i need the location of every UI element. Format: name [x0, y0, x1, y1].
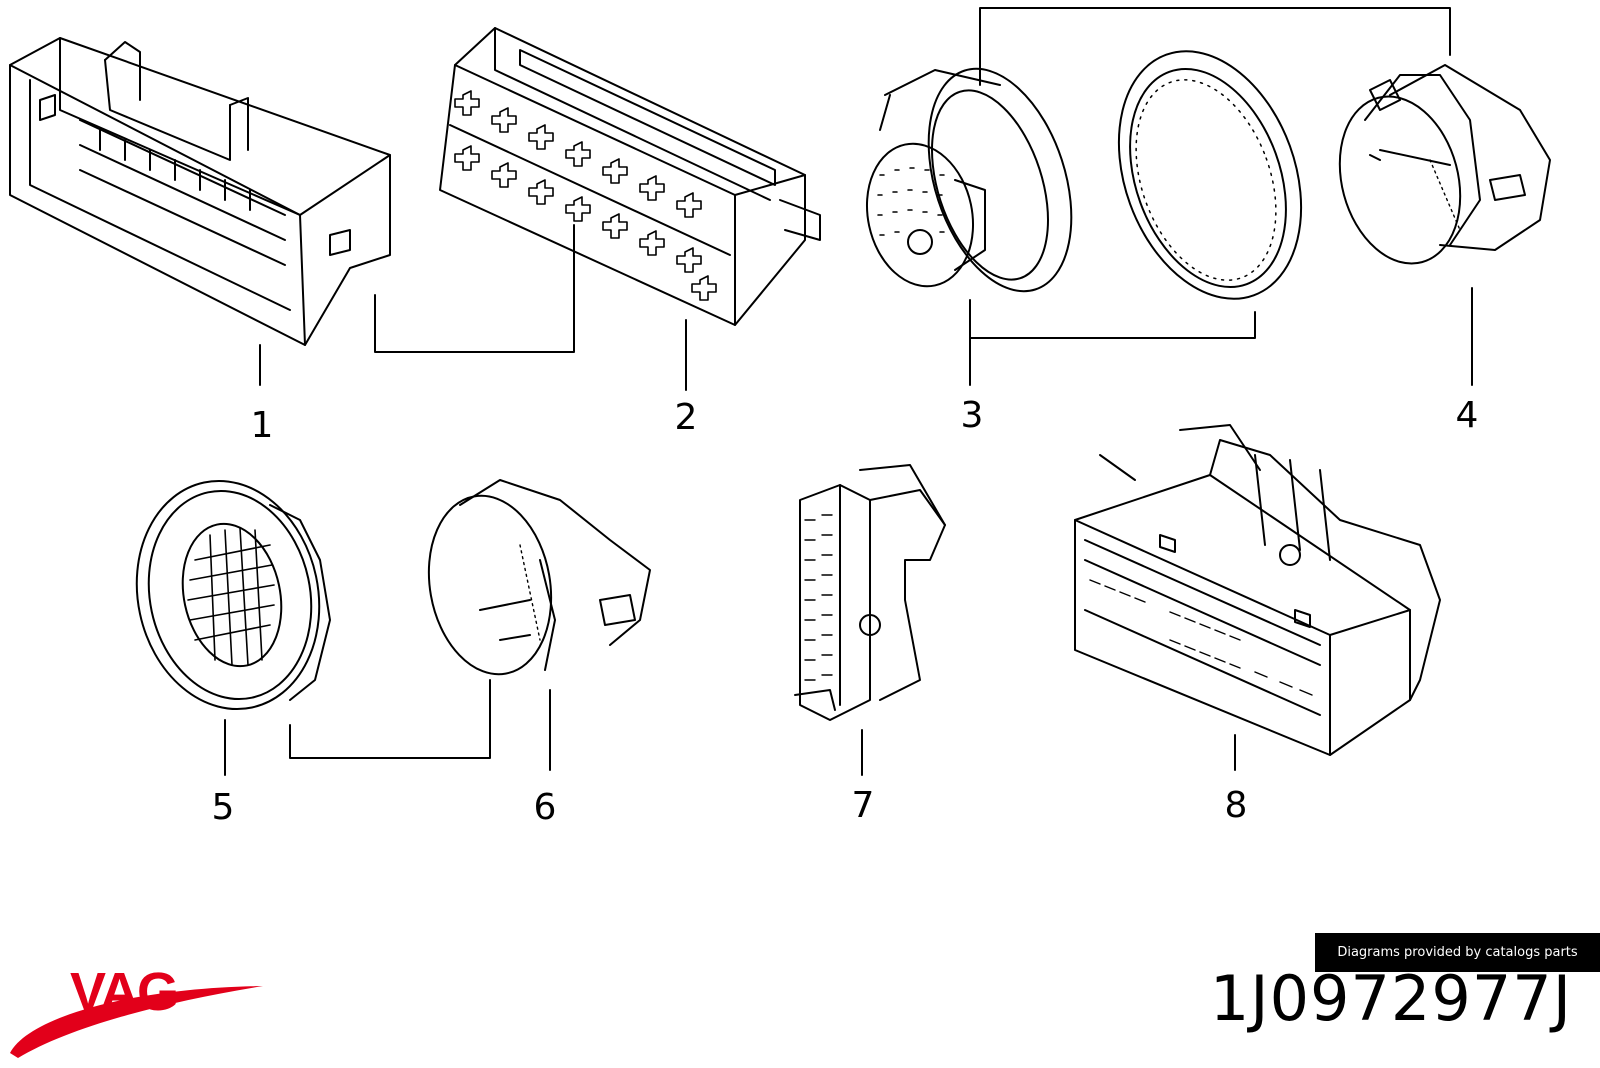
part-7-terminal-block: [794, 464, 946, 721]
vag-logo: VAG: [8, 958, 268, 1068]
part-8-large-connector: [1074, 424, 1441, 756]
part-4-bayonet-ring: [1338, 64, 1551, 265]
leader-lines: [224, 7, 1473, 776]
part-label-4: 4: [1455, 395, 1479, 436]
part-3-round-connector: [865, 50, 1303, 300]
part-2-multi-pin-connector: [439, 27, 821, 326]
part-label-2: 2: [674, 397, 698, 438]
part-label-1: 1: [250, 405, 274, 446]
part-label-5: 5: [211, 787, 235, 828]
part-6-coupling-ring: [427, 479, 651, 676]
credit-banner: Diagrams provided by catalogs parts: [1315, 933, 1600, 972]
part-label-3: 3: [960, 395, 984, 436]
logo-text: VAG: [70, 962, 179, 1022]
part-label-8: 8: [1224, 785, 1248, 826]
part-number: 1J0972977J: [1209, 962, 1572, 1035]
part-label-7: 7: [851, 785, 875, 826]
part-1-connector-housing: [9, 37, 391, 346]
part-label-6: 6: [533, 787, 557, 828]
part-5-grid-connector: [135, 479, 331, 711]
